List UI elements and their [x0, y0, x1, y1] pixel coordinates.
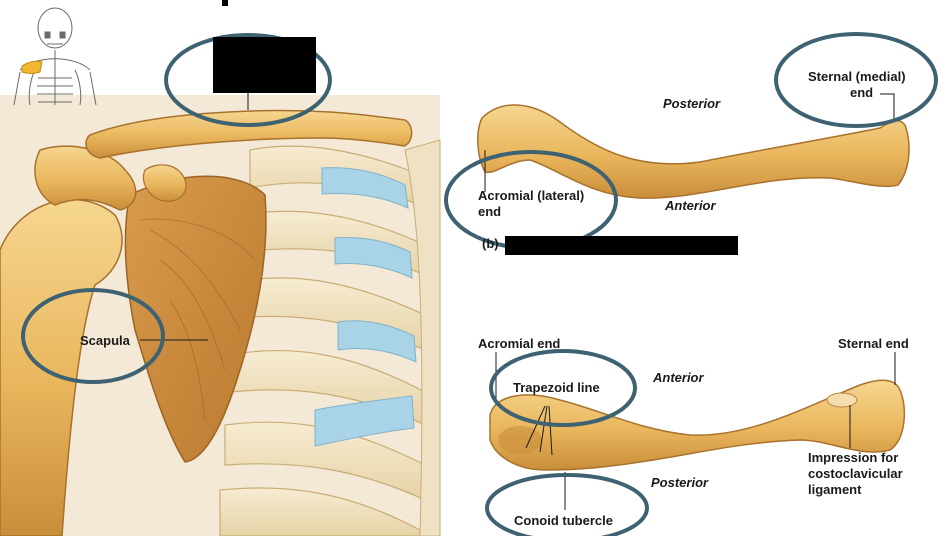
circle-sternal-medial	[774, 32, 938, 128]
anterior-label-top: Anterior	[665, 198, 716, 213]
impression-label-line3: ligament	[808, 482, 862, 497]
clavicle-left-view	[85, 109, 413, 159]
scapula-label: Scapula	[80, 333, 130, 348]
redacted-panel-b-caption	[505, 236, 738, 255]
clavicle-superior-view	[477, 104, 910, 199]
acromial-lateral-end-label-line1: Acromial (lateral)	[478, 188, 585, 203]
impression-label-line2: costoclavicular	[808, 466, 903, 481]
coracoid-process	[142, 164, 187, 202]
acromial-end-label: Acromial end	[478, 336, 561, 351]
panel-b-letter: (b)	[482, 236, 499, 251]
trapezoid-leaders	[525, 405, 553, 456]
circle-clavicle-label	[164, 33, 332, 127]
costoclavicular-impression	[826, 392, 858, 408]
clavicle-inferior-view	[489, 379, 906, 471]
posterior-label-top: Posterior	[663, 96, 721, 111]
shoulder-illustration	[0, 92, 441, 536]
skeleton-thumbnail	[13, 7, 97, 106]
conoid-tubercle-label: Conoid tubercle	[514, 513, 613, 528]
sternum	[404, 139, 441, 536]
redacted-clavicle-label	[213, 37, 316, 93]
skull	[37, 7, 73, 49]
circle-conoid-tubercle	[485, 473, 649, 536]
costal-cartilages	[314, 167, 417, 447]
scapula-bone	[124, 175, 267, 463]
conoid-area	[498, 426, 542, 454]
sternal-end-label: Sternal end	[838, 336, 909, 351]
circle-scapula	[21, 288, 165, 384]
posterior-label-bottom: Posterior	[651, 475, 709, 490]
redacted-title-fragment	[222, 0, 228, 6]
sternal-medial-leader	[880, 93, 895, 122]
circle-trapezoid-line	[489, 349, 637, 427]
anterior-label-bottom: Anterior	[653, 370, 704, 385]
impression-label-line1: Impression for	[808, 450, 899, 465]
sternal-medial-end-label-line2: end	[850, 85, 874, 100]
highlight-circles	[21, 32, 938, 536]
trapezoid-line-label: Trapezoid line	[513, 380, 600, 395]
sternal-medial-end-label-line1: Sternal (medial)	[808, 69, 906, 84]
acromial-lateral-end-label-line2: end	[478, 204, 502, 219]
